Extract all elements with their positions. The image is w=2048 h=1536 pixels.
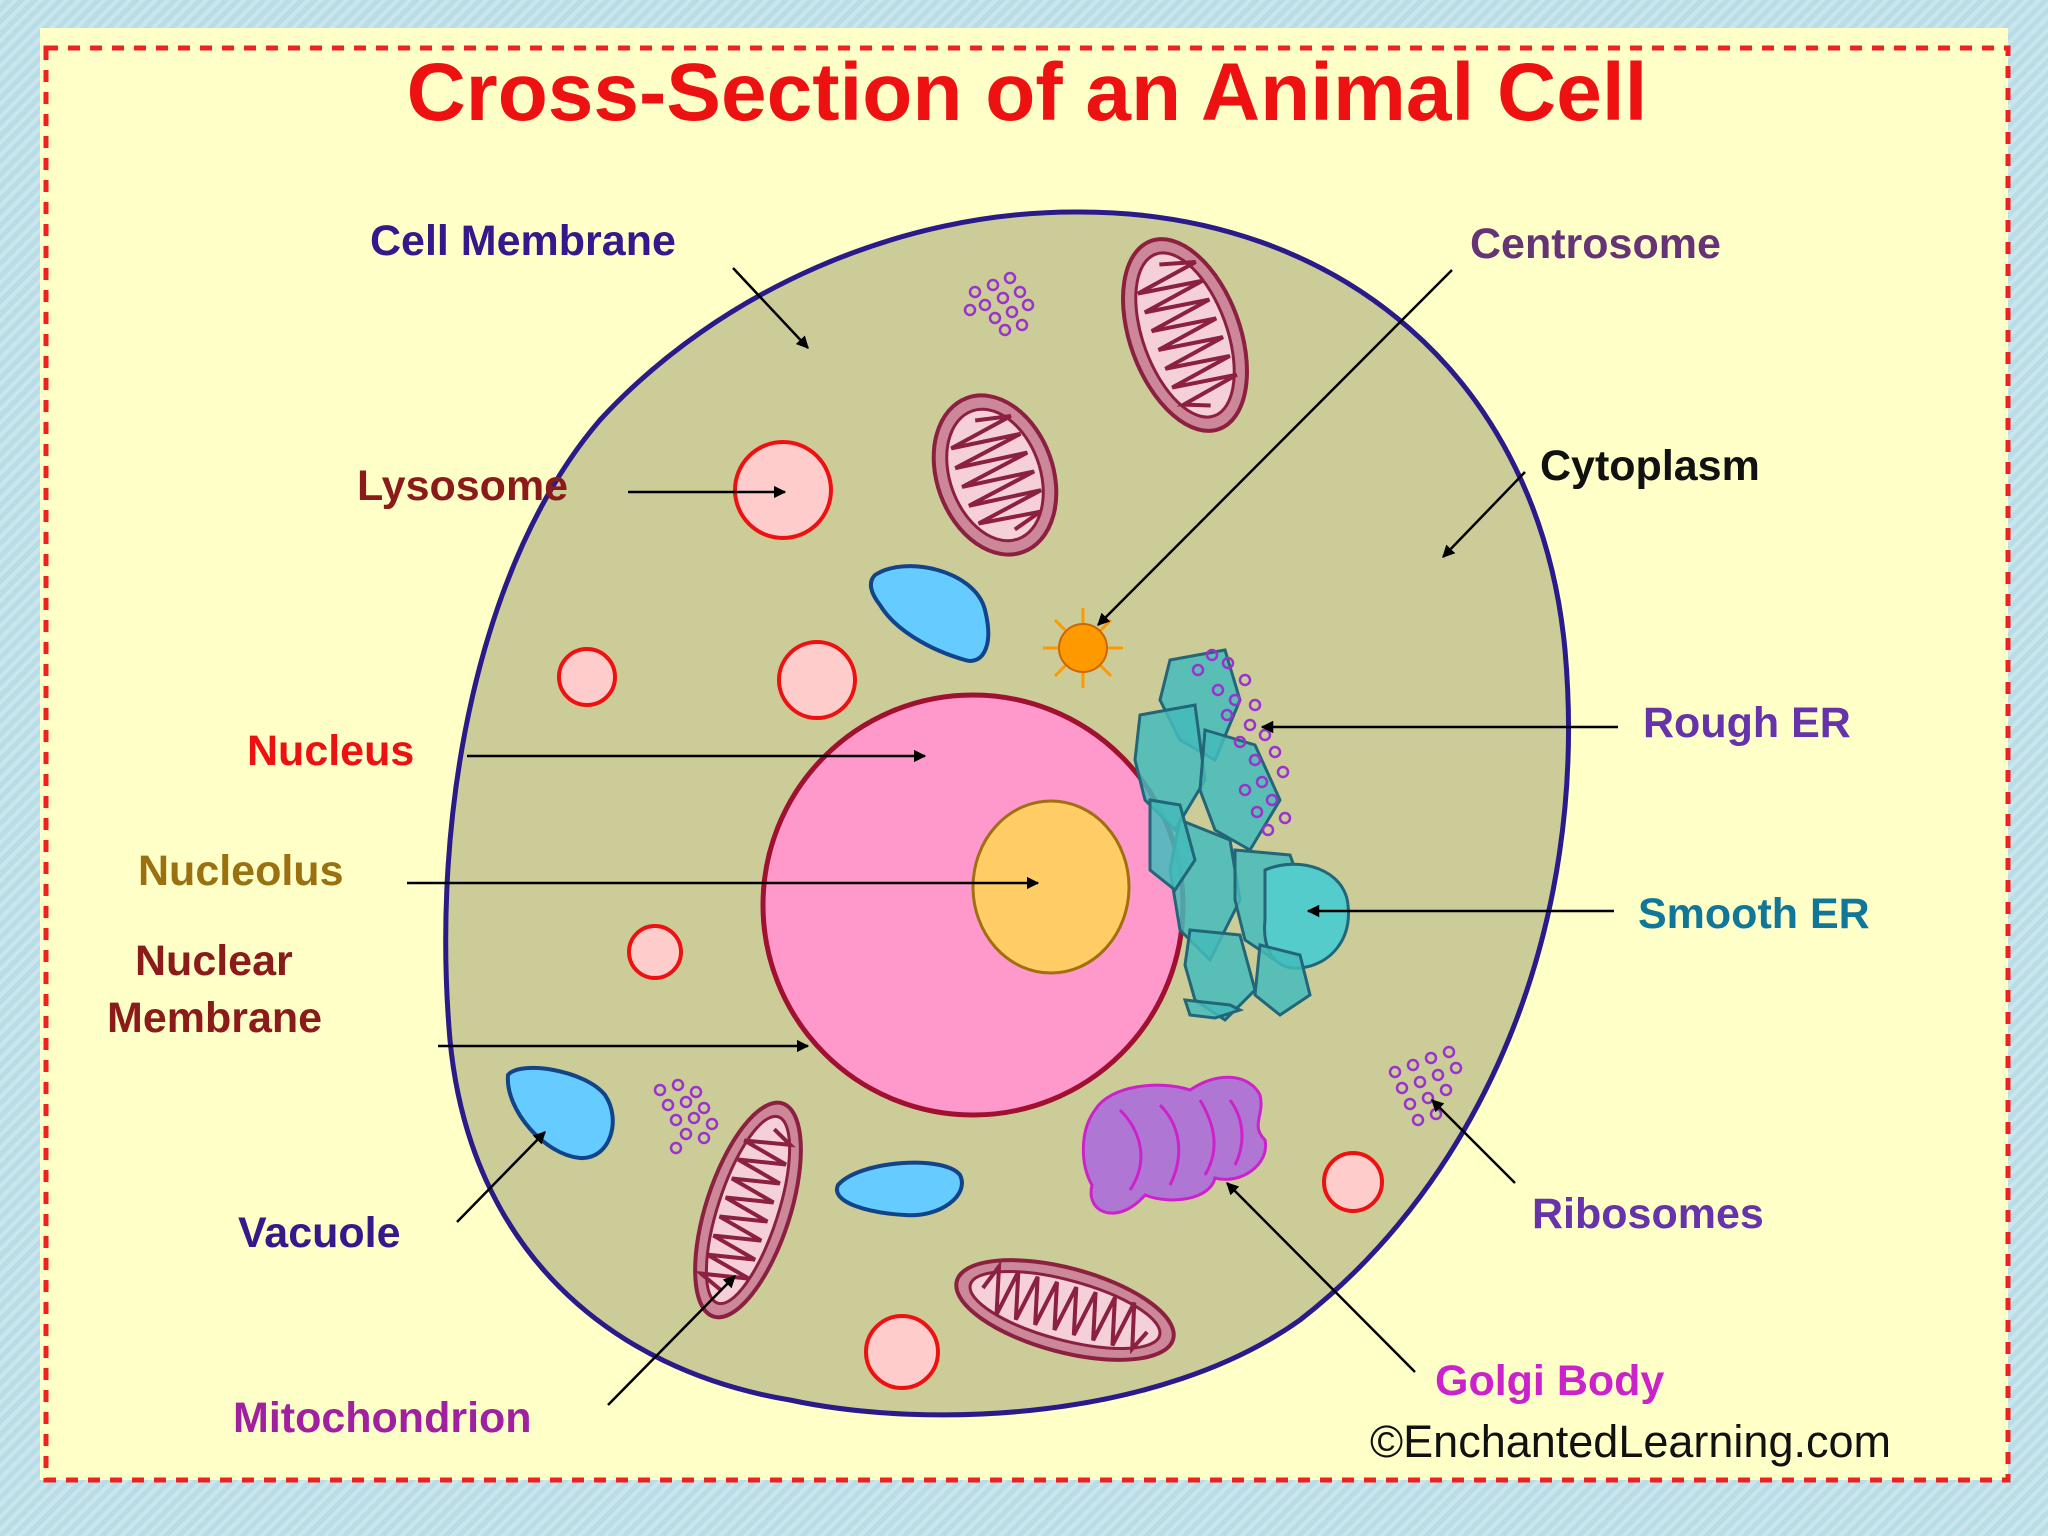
vacuole [868,564,991,663]
label-nucleolus: Nucleolus [138,847,344,895]
label-nuclear-membrane-line2: Membrane [107,994,322,1042]
label-ribosomes: Ribosomes [1532,1190,1764,1238]
nucleolus [971,799,1131,975]
lysosome [733,440,833,540]
label-nucleus: Nucleus [247,727,414,775]
leader-cell-membrane [732,267,809,349]
lysosome [777,640,857,720]
label-lysosome: Lysosome [357,462,568,510]
label-vacuole: Vacuole [238,1209,401,1257]
er-ribosomes [1191,648,1292,837]
lysosome [627,924,683,980]
leader-golgi-body [1226,1182,1416,1373]
label-centrosome: Centrosome [1470,220,1721,268]
frame-dashed-border [43,45,2011,1483]
leader-ribosomes [1431,1099,1516,1184]
leader-vacuole [456,1131,546,1223]
label-cell-membrane: Cell Membrane [370,217,676,265]
ribosome-cluster [1388,1045,1463,1127]
endoplasmic-reticulum [1133,648,1350,1022]
copyright-notice: ©EnchantedLearning.com [1370,1416,1891,1467]
lysosome [1322,1151,1384,1213]
vacuole [835,1160,964,1218]
leader-lines [407,267,1618,1406]
leader-centrosome [1097,269,1453,626]
lysosome [864,1314,940,1390]
diagram-title: Cross-Section of an Animal Cell [407,47,1648,138]
mitochondrion [693,1100,803,1320]
label-smooth-er: Smooth ER [1638,890,1870,938]
label-rough-er: Rough ER [1643,699,1851,747]
label-mitochondrion: Mitochondrion [233,1394,532,1442]
ribosome-cluster [653,1078,719,1155]
leader-cytoplasm [1442,471,1526,558]
centrosome [1043,608,1123,688]
ribosome-cluster [963,271,1035,337]
mitochondrion [931,393,1059,557]
lysosome [557,647,617,707]
label-nuclear-membrane-line1: Nuclear [135,937,293,985]
mitochondrion [1121,237,1249,433]
golgi-body [1081,1075,1267,1215]
mitochondrion [954,1258,1176,1362]
leader-mitochondrion [607,1275,736,1406]
vacuole [505,1066,615,1161]
label-golgi-body: Golgi Body [1435,1357,1664,1405]
label-cytoplasm: Cytoplasm [1540,442,1760,490]
